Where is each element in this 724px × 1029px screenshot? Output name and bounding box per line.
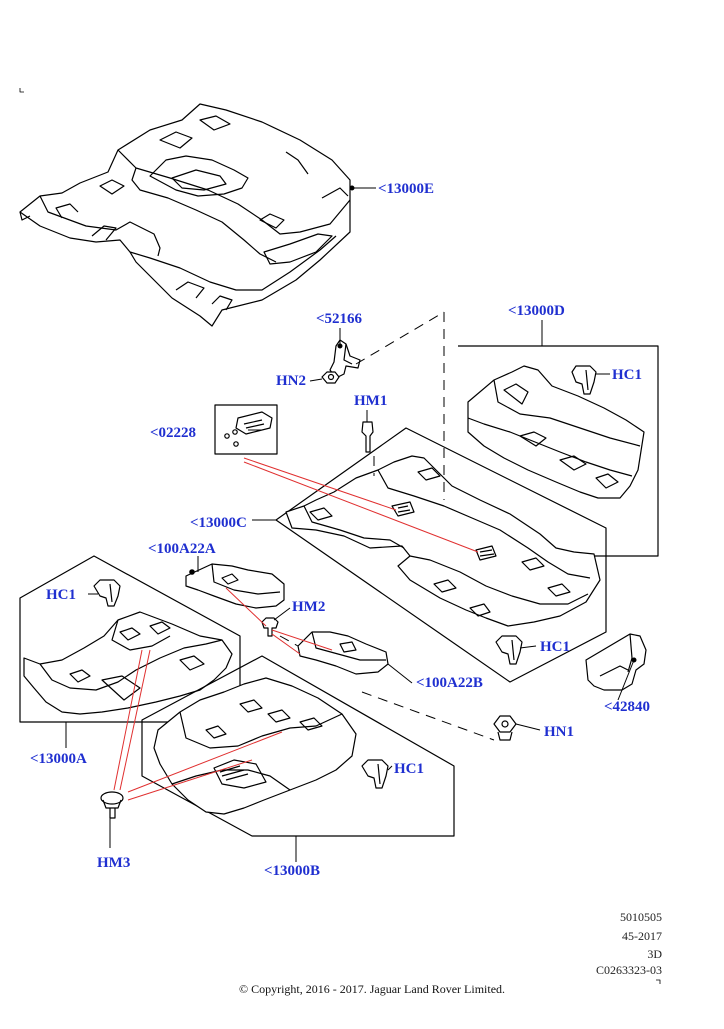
label-hn1[interactable]: HN1: [544, 724, 574, 740]
label-hc1-mid[interactable]: HC1: [540, 639, 570, 655]
carpet-13000E: [19, 103, 351, 327]
carpet-13000A: [23, 611, 233, 715]
nut-hn2: [321, 371, 340, 384]
bracket-100A22B: [297, 631, 389, 675]
label-hc1-low[interactable]: HC1: [394, 761, 424, 777]
label-13000C[interactable]: <13000C: [190, 515, 247, 531]
box-13000C: [275, 427, 607, 683]
label-13000B[interactable]: <13000B: [264, 863, 321, 879]
footer-code-3: 3D: [647, 947, 662, 961]
nut-hn1: [493, 715, 517, 741]
label-52166[interactable]: <52166: [316, 311, 363, 327]
label-42840[interactable]: <42840: [604, 699, 651, 715]
footer-code-1: 5010505: [620, 910, 662, 924]
dashed-connectors: [279, 311, 495, 741]
label-02228[interactable]: <02228: [150, 425, 197, 441]
box-13000B: [141, 655, 455, 837]
label-hc1-top[interactable]: HC1: [612, 367, 642, 383]
label-13000D[interactable]: <13000D: [508, 303, 565, 319]
label-hn2[interactable]: HN2: [276, 373, 306, 389]
footer-code-2: 45-2017: [622, 929, 662, 943]
bracket-100A22A: [185, 563, 285, 609]
leader-lines: [65, 185, 637, 862]
label-100A22B[interactable]: <100A22B: [416, 675, 483, 691]
label-100A22A[interactable]: <100A22A: [148, 541, 216, 557]
box-02228: [214, 404, 278, 455]
clip-hc1-left: [93, 579, 121, 607]
label-13000A[interactable]: <13000A: [30, 751, 87, 767]
clip-hm2: [261, 617, 279, 637]
label-hm3[interactable]: HM3: [97, 855, 131, 871]
clip-hc1-mid: [495, 635, 523, 665]
carpet-13000C: [285, 455, 601, 627]
corner-marks: [19, 88, 661, 984]
label-hc1-left[interactable]: HC1: [46, 587, 76, 603]
carpet-13000D: [467, 365, 645, 499]
footer-code-4: C0263323-03: [596, 963, 662, 977]
carpet-13000B: [153, 677, 357, 815]
label-hm2[interactable]: HM2: [292, 599, 326, 615]
bracket-52166: [329, 339, 361, 379]
clip-hc1-top: [571, 365, 597, 395]
box-13000A: [19, 555, 241, 723]
copyright-notice: © Copyright, 2016 - 2017. Jaguar Land Ro…: [238, 982, 506, 996]
fastener-hm1: [361, 421, 374, 453]
clip-hc1-low: [361, 759, 389, 789]
bracket-42840: [585, 633, 647, 691]
pin-hm3: [100, 791, 124, 819]
red-leader-lines: [113, 457, 479, 801]
label-hm1[interactable]: HM1: [354, 393, 388, 409]
label-13000E[interactable]: <13000E: [378, 181, 435, 197]
